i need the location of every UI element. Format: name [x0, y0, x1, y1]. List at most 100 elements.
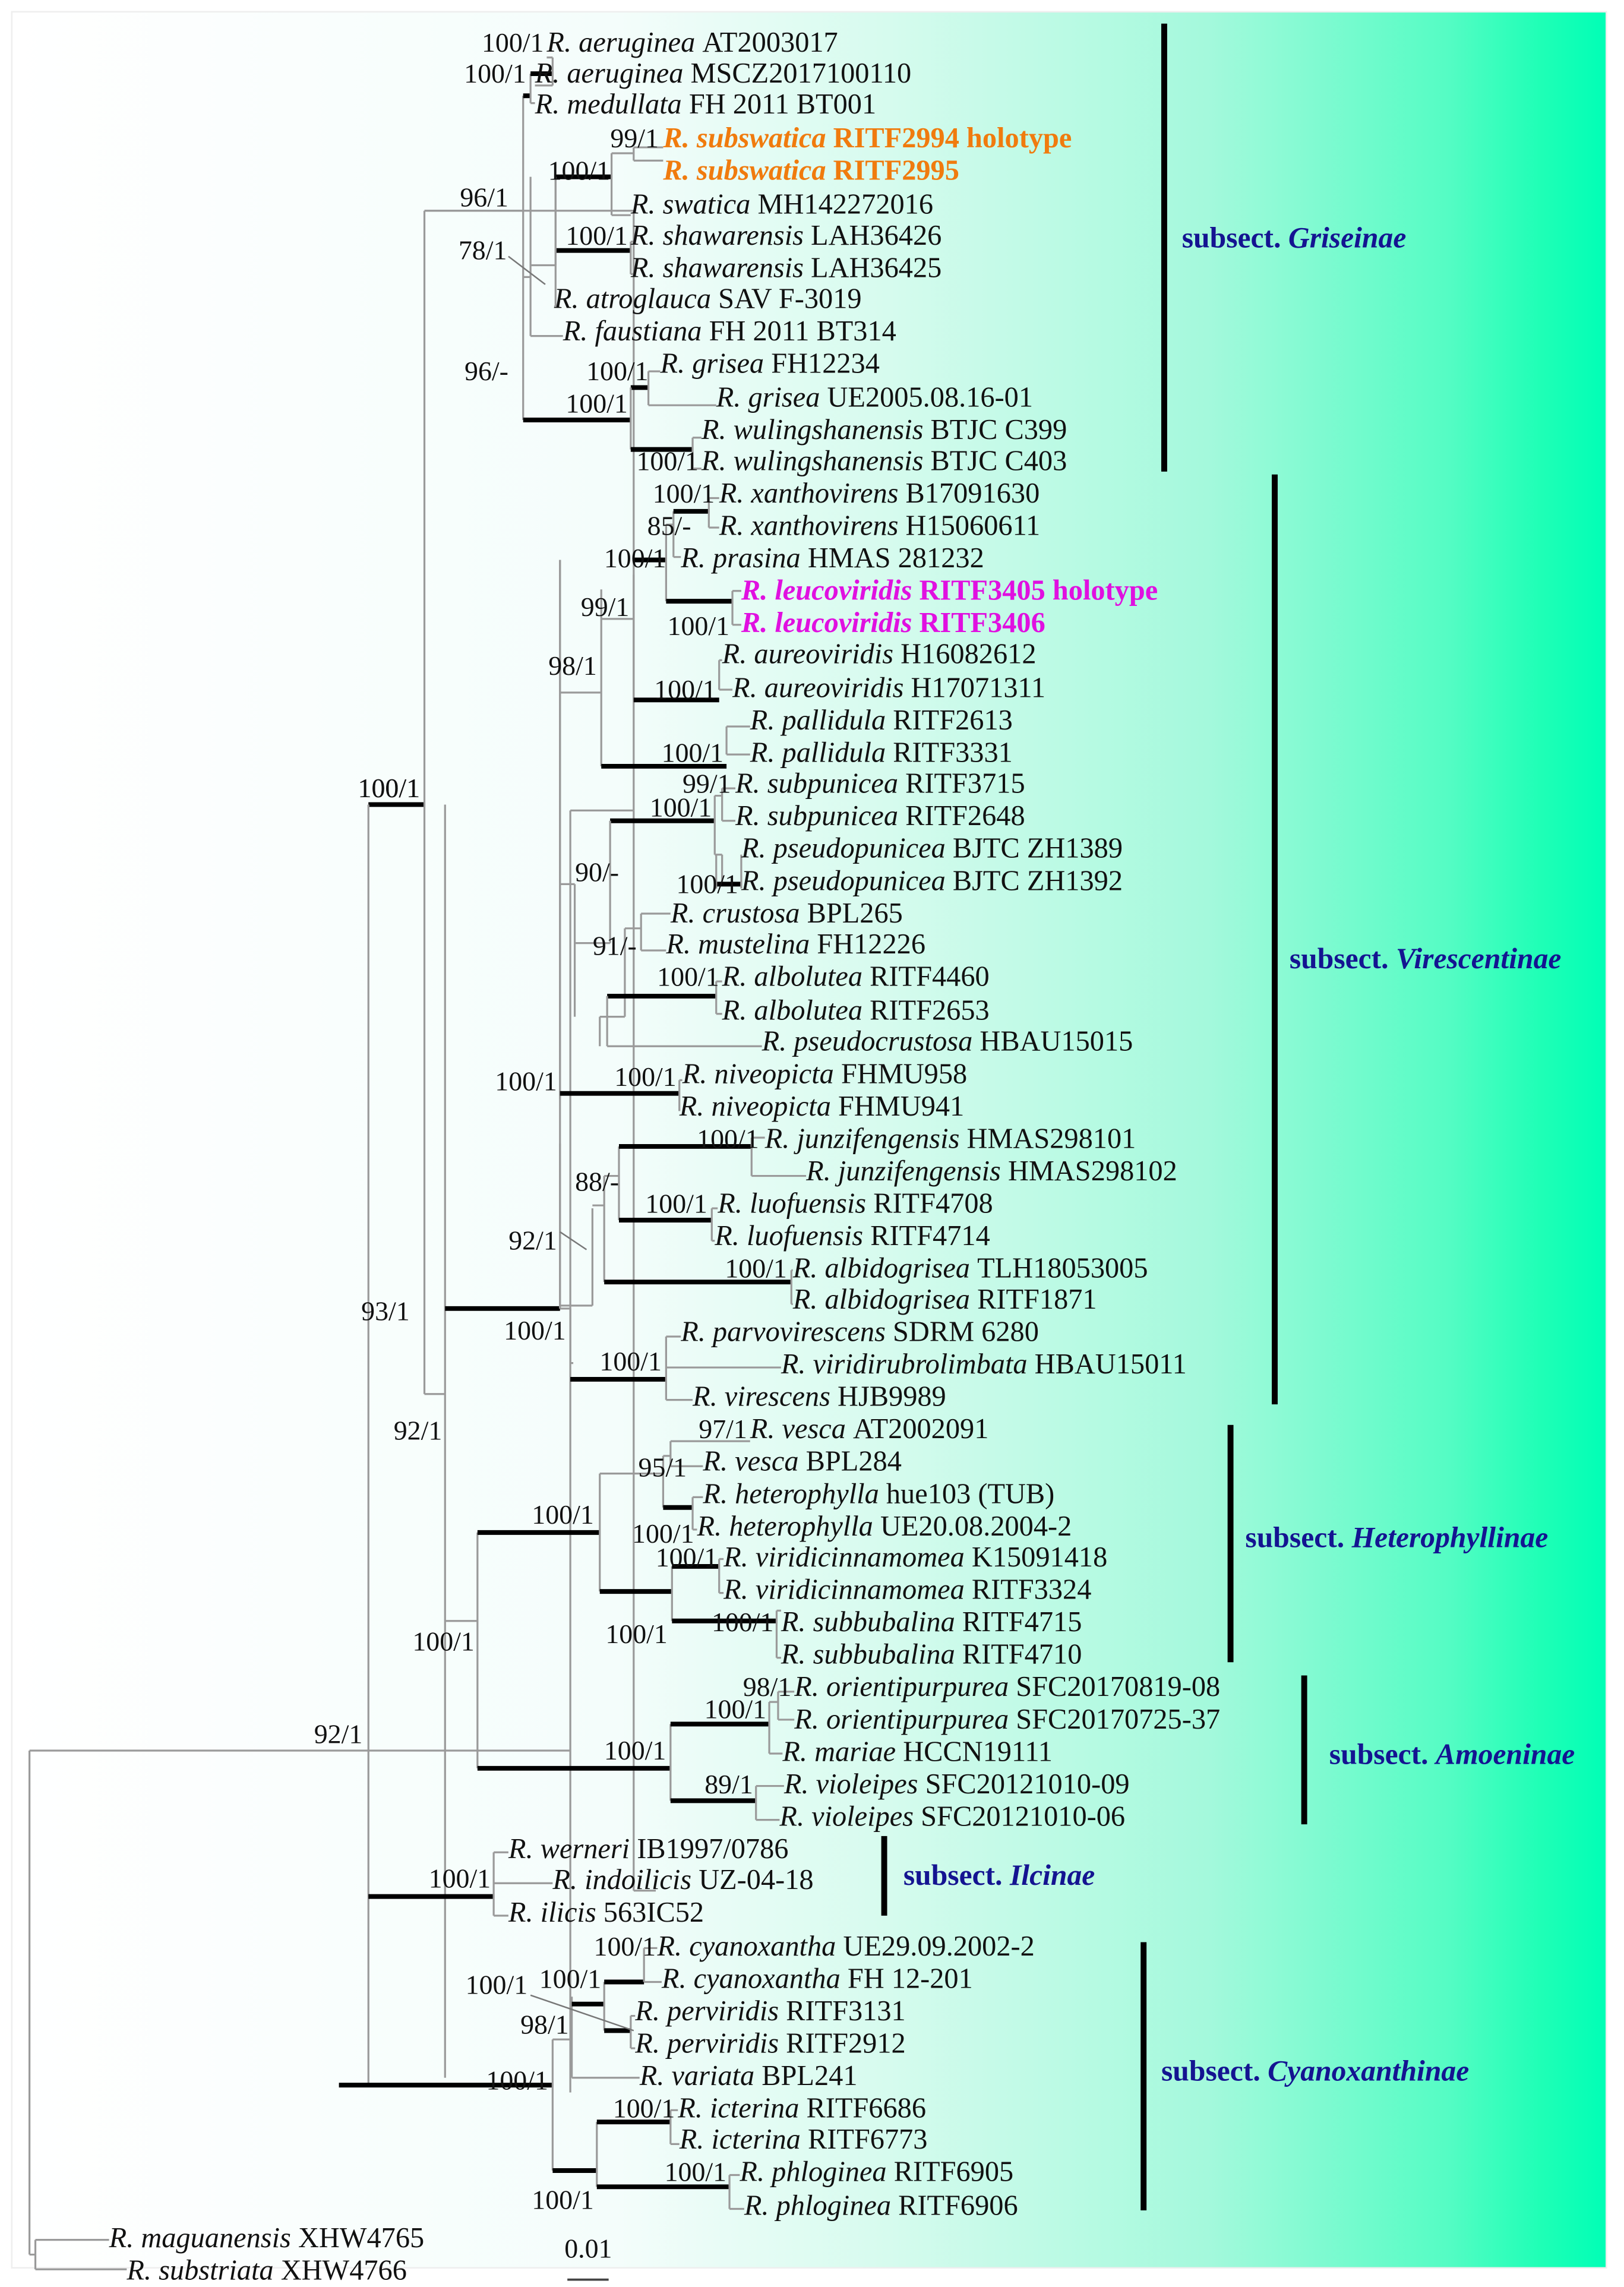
- support-value: 100/1: [532, 1499, 594, 1530]
- support-value: 100/1: [645, 1189, 707, 1219]
- taxon-label: R. niveopicta FHMU958: [682, 1058, 968, 1089]
- taxon-label-new-species: R. subswatica RITF2994 holotype: [662, 122, 1072, 154]
- taxon-label: R. perviridis RITF2912: [634, 2028, 905, 2059]
- support-value: 100/1: [650, 792, 712, 822]
- taxon-label: R. parvovirescens SDRM 6280: [680, 1316, 1039, 1347]
- support-value: 98/1: [743, 1672, 792, 1702]
- support-value: 100/1: [657, 962, 719, 992]
- taxon-label: R. virescens HJB9989: [692, 1381, 946, 1413]
- subsection-label-ilcinae: subsect. Ilcinae: [903, 1859, 1095, 1891]
- support-value: 95/1: [639, 1452, 687, 1483]
- taxon-label: R. viridicinnamomea K15091418: [723, 1541, 1107, 1573]
- taxon-label: R. medullata FH 2011 BT001: [535, 89, 877, 120]
- support-value: 100/1: [358, 773, 421, 803]
- support-value: 100/1: [466, 1969, 528, 1999]
- taxon-label: R. heterophylla hue103 (TUB): [702, 1478, 1054, 1509]
- support-value: 99/1: [683, 769, 731, 799]
- support-value: 92/1: [314, 1719, 363, 1749]
- taxon-label: R. pseudopunicea BJTC ZH1392: [741, 865, 1123, 896]
- taxon-label: R. albolutea RITF4460: [722, 961, 990, 993]
- support-value: 99/1: [581, 592, 630, 622]
- taxon-label: R. aeruginea AT2003017: [546, 27, 838, 58]
- taxon-label-outgroup: R. substriata XHW4766: [126, 2255, 407, 2286]
- support-value: 100/1: [632, 1518, 694, 1549]
- subsection-label-amoeninae: subsect. Amoeninae: [1329, 1738, 1575, 1770]
- taxon-label: R. luofuensis RITF4708: [717, 1188, 993, 1220]
- taxon-label: R. ilicis 563IC52: [508, 1897, 704, 1928]
- taxon-label-new-species: R. leucoviridis RITF3405 holotype: [741, 575, 1158, 607]
- support-value: 100/1: [358, 773, 421, 803]
- support-value: 100/1: [412, 1626, 475, 1656]
- support-value: 98/1: [548, 650, 597, 681]
- taxon-label: R. grisea FH12234: [659, 348, 879, 380]
- taxon-label: R. indoilicis UZ-04-18: [552, 1864, 813, 1896]
- taxon-label: R. shawarensis LAH36425: [630, 252, 942, 283]
- support-value: 97/1: [699, 1414, 747, 1444]
- taxon-label: R. viridicinnamomea RITF3324: [723, 1574, 1091, 1606]
- support-value: 100/1: [636, 446, 699, 476]
- taxon-label: R. albidogrisea RITF1871: [792, 1284, 1097, 1315]
- support-value: 100/1: [604, 543, 666, 573]
- taxon-label: R. subbubalina RITF4710: [781, 1639, 1082, 1670]
- support-value: 99/1: [610, 123, 659, 153]
- support-value: 100/1: [482, 27, 544, 58]
- support-value: 100/1: [604, 1735, 666, 1765]
- taxon-label: R. vesca BPL284: [702, 1446, 901, 1477]
- support-value: 100/1: [486, 2065, 548, 2096]
- taxon-label: R. swatica MH142272016: [630, 189, 933, 220]
- support-value: 93/1: [361, 1296, 410, 1326]
- support-value: 89/1: [704, 1769, 753, 1799]
- support-value: 100/1: [697, 1123, 759, 1154]
- taxon-label: R. subpunicea RITF3715: [735, 768, 1025, 800]
- support-value: 96/1: [460, 182, 508, 212]
- support-value: 100/1: [594, 1931, 656, 1961]
- support-value: 100/1: [605, 1619, 668, 1649]
- support-value: 100/1: [429, 1863, 491, 1894]
- taxon-label: R. pseudopunicea BJTC ZH1389: [741, 833, 1123, 864]
- taxon-label: R. cyanoxantha UE29.09.2002-2: [657, 1931, 1035, 1962]
- taxon-label: R. xanthovirens H15060611: [719, 510, 1040, 541]
- support-value: 100/1: [654, 674, 716, 705]
- scale-bar-label: 0.01: [564, 2233, 612, 2263]
- taxon-label-new-species: R. subswatica RITF2995: [662, 155, 959, 187]
- taxon-label: R. luofuensis RITF4714: [714, 1220, 990, 1252]
- support-value: 90/-: [575, 857, 619, 887]
- taxon-label: R. wulingshanensis BTJC C403: [701, 445, 1067, 476]
- support-value: 100/1: [613, 2093, 675, 2124]
- support-value: 100/1: [662, 738, 724, 768]
- taxon-label: R. junzifengensis HMAS298102: [805, 1155, 1177, 1187]
- taxon-label: R. cyanoxantha FH 12-201: [661, 1963, 973, 1994]
- support-value: 100/1: [548, 156, 611, 186]
- support-value: 78/1: [459, 235, 507, 266]
- taxon-label: R. orientipurpurea SFC20170819-08: [794, 1671, 1220, 1702]
- taxon-label: R. albolutea RITF2653: [722, 995, 990, 1026]
- support-value: 100/1: [565, 388, 628, 419]
- support-value: 100/1: [539, 1963, 602, 1994]
- support-value: 100/1: [712, 1607, 774, 1637]
- taxon-label: R. shawarensis LAH36426: [630, 220, 942, 251]
- support-value: 100/1: [676, 868, 738, 899]
- taxon-label: R. crustosa BPL265: [670, 898, 903, 929]
- support-value: 100/1: [665, 2156, 727, 2187]
- taxon-label: R. mariae HCCN19111: [782, 1736, 1053, 1767]
- subsection-label-heterophyllinae: subsect. Heterophyllinae: [1245, 1521, 1548, 1554]
- taxon-label: R. aureoviridis H16082612: [722, 638, 1037, 669]
- support-value: 100/1: [504, 1315, 566, 1345]
- taxon-label: R. vesca AT2002091: [750, 1413, 989, 1445]
- taxon-label: R. violeipes SFC20121010-09: [783, 1768, 1130, 1800]
- taxon-label: R. subpunicea RITF2648: [735, 800, 1025, 832]
- support-value: 91/-: [593, 930, 637, 961]
- taxon-label: R. pallidula RITF3331: [750, 737, 1013, 769]
- figure-panel: [11, 11, 1607, 2269]
- subsection-labels: subsect. Griseinae subsect. Virescentina…: [903, 222, 1575, 2087]
- support-value: 85/-: [647, 510, 691, 541]
- taxon-label: R. subbubalina RITF4715: [781, 1606, 1082, 1638]
- support-value: 92/1: [394, 1416, 443, 1446]
- taxon-label: R. aeruginea MSCZ2017100110: [535, 58, 912, 89]
- support-value: 100/1: [586, 356, 649, 386]
- taxon-label: R. faustiana FH 2011 BT314: [563, 315, 896, 347]
- support-value: 100/1: [599, 1346, 662, 1376]
- taxon-label: R. icterina RITF6773: [679, 2124, 928, 2155]
- subsection-bars: [881, 23, 1307, 2211]
